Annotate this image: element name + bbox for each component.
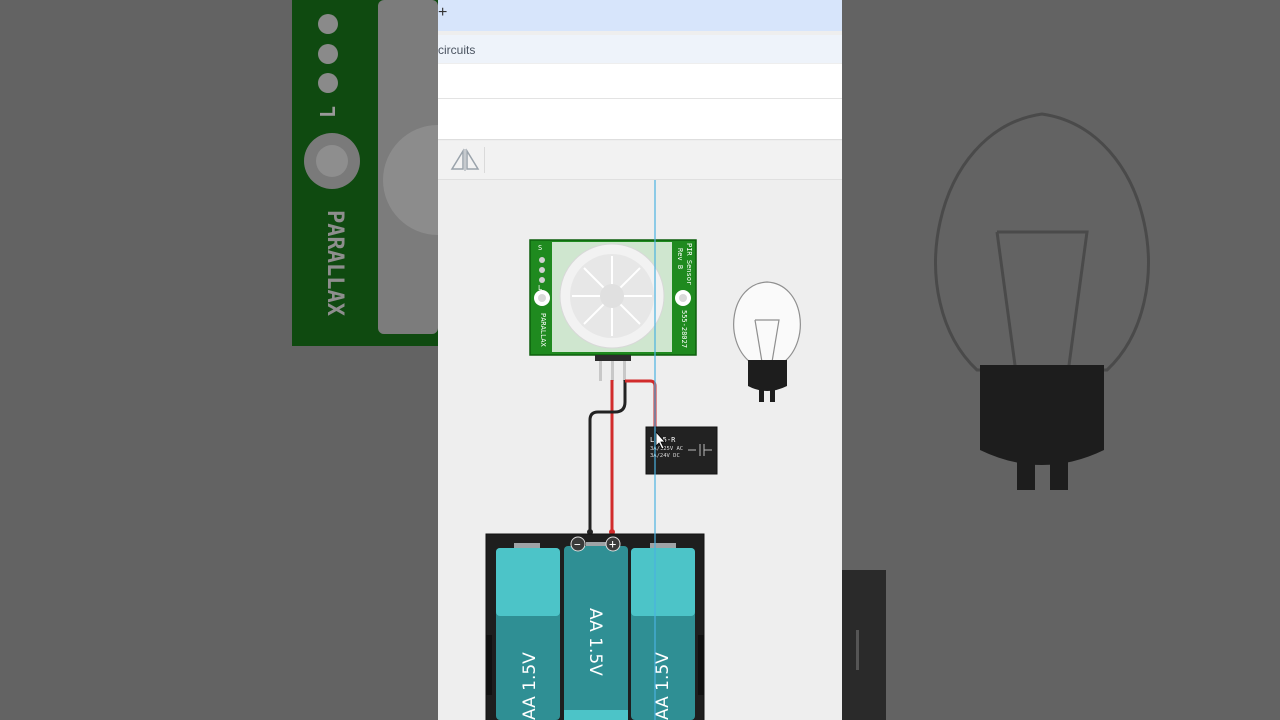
pir-revision-label: Rev B <box>676 248 684 269</box>
battery-cell-1-label: AA 1.5V <box>520 652 540 720</box>
breadcrumb: circuits <box>438 35 842 63</box>
pir-pin-label-l: L <box>538 284 542 292</box>
battery-plus-terminal[interactable] <box>605 536 621 552</box>
tinkercad-app: + circuits S <box>438 0 842 720</box>
breadcrumb-circuits[interactable]: circuits <box>438 43 476 57</box>
editor-toolbar <box>438 141 842 180</box>
battery-plus-symbol: + <box>609 537 616 551</box>
header-bar <box>438 64 842 99</box>
battery-cell-3-label: AA 1.5V <box>653 652 673 720</box>
battery-minus-terminal[interactable] <box>570 536 586 552</box>
pir-part-number: 555-28027 <box>680 310 688 348</box>
browser-tab-bar: + <box>438 0 842 31</box>
bg-pcb-pin-letter: L <box>316 106 340 118</box>
battery-cell-2-label: AA 1.5V <box>585 608 605 676</box>
new-tab-button[interactable]: + <box>438 4 448 21</box>
battery-minus-symbol: − <box>574 538 581 551</box>
pir-sensor[interactable]: S L PARALLAX PIR Sensor Rev B 555-28027 <box>529 239 697 381</box>
pir-pin-label-s: S <box>538 244 542 252</box>
bg-pcb-brand: PARALLAX <box>322 210 347 316</box>
flip-icon <box>450 148 480 171</box>
wire-black[interactable] <box>588 380 627 532</box>
secondary-header-bar <box>438 99 842 140</box>
background-left-zoom: L PARALLAX <box>0 0 438 720</box>
workplane-canvas[interactable]: S L PARALLAX PIR Sensor Rev B 555-28027 <box>438 180 842 720</box>
background-right-zoom <box>842 0 1280 720</box>
pir-brand-label: PARALLAX <box>539 313 547 348</box>
relay-rating-ac: 3A/125V AC <box>650 446 683 452</box>
wire-red-signal[interactable] <box>625 379 657 430</box>
pir-title-label: PIR Sensor <box>685 243 693 285</box>
flip-button[interactable] <box>446 147 485 173</box>
battery-pack[interactable]: AA 1.5V AA 1.5V AA 1.5V − + <box>485 533 705 720</box>
light-bulb[interactable] <box>733 281 801 402</box>
relay-rating-dc: 3A/24V DC <box>650 453 680 459</box>
mouse-cursor-icon <box>655 430 666 450</box>
